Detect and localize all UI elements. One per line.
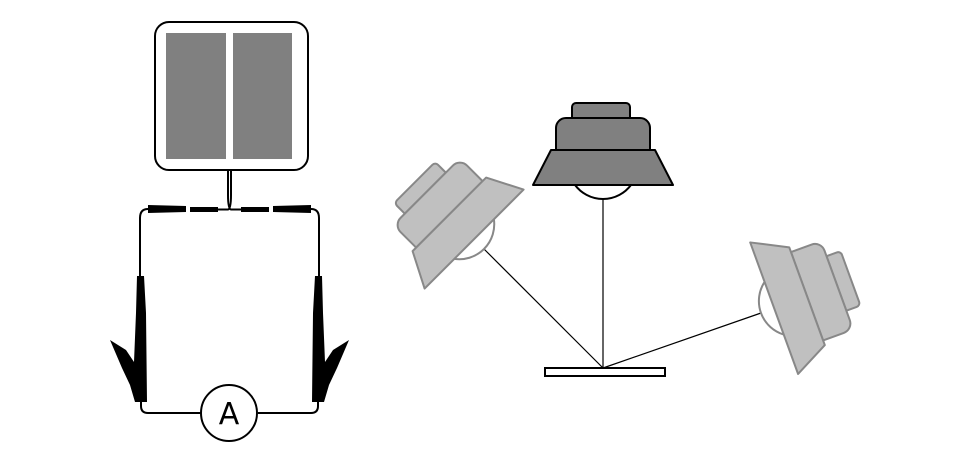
solar-panel bbox=[154, 21, 309, 171]
solar-cell-left bbox=[166, 33, 226, 159]
left-lead-with-alligator-clip bbox=[109, 169, 232, 414]
ray-left bbox=[483, 248, 604, 369]
light-rays bbox=[483, 199, 762, 369]
lamp-center-active bbox=[532, 102, 674, 200]
ammeter: A bbox=[200, 384, 258, 442]
solar-cell-right bbox=[233, 33, 292, 159]
ammeter-label: A bbox=[219, 397, 240, 432]
lamp-right-inactive bbox=[736, 213, 877, 380]
right-lead-with-alligator-clip bbox=[227, 169, 350, 414]
ray-right bbox=[602, 312, 762, 369]
ammeter-circle bbox=[200, 384, 258, 442]
sample-plate bbox=[544, 367, 666, 377]
